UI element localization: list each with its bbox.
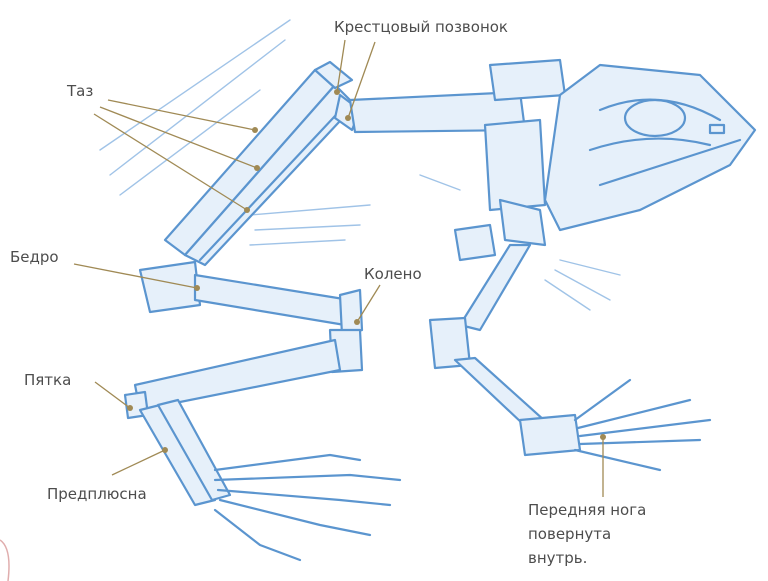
label-pelvis: Таз <box>67 82 93 101</box>
pelvis-bones <box>165 62 360 265</box>
label-foreleg-line-2: повернута <box>528 522 698 546</box>
label-tarsus: Предплюсна <box>47 485 147 504</box>
front-leg <box>430 200 710 470</box>
label-sacral-vertebra: Крестцовый позвонок <box>334 18 508 37</box>
spine <box>350 60 565 210</box>
skull <box>545 65 755 230</box>
corner-sketch-mark <box>0 540 9 581</box>
foot-bones <box>125 392 400 560</box>
label-heel: Пятка <box>24 371 71 390</box>
label-foreleg-turned-in: Передняя нога повернута внутрь. <box>528 498 698 570</box>
label-femur: Бедро <box>10 248 59 267</box>
femur-bone <box>140 262 362 335</box>
label-foreleg-line-3: внутрь. <box>528 546 698 570</box>
label-foreleg-line-1: Передняя нога <box>528 498 698 522</box>
tibiofibula-bone <box>135 330 362 410</box>
label-knee: Колено <box>364 265 422 284</box>
